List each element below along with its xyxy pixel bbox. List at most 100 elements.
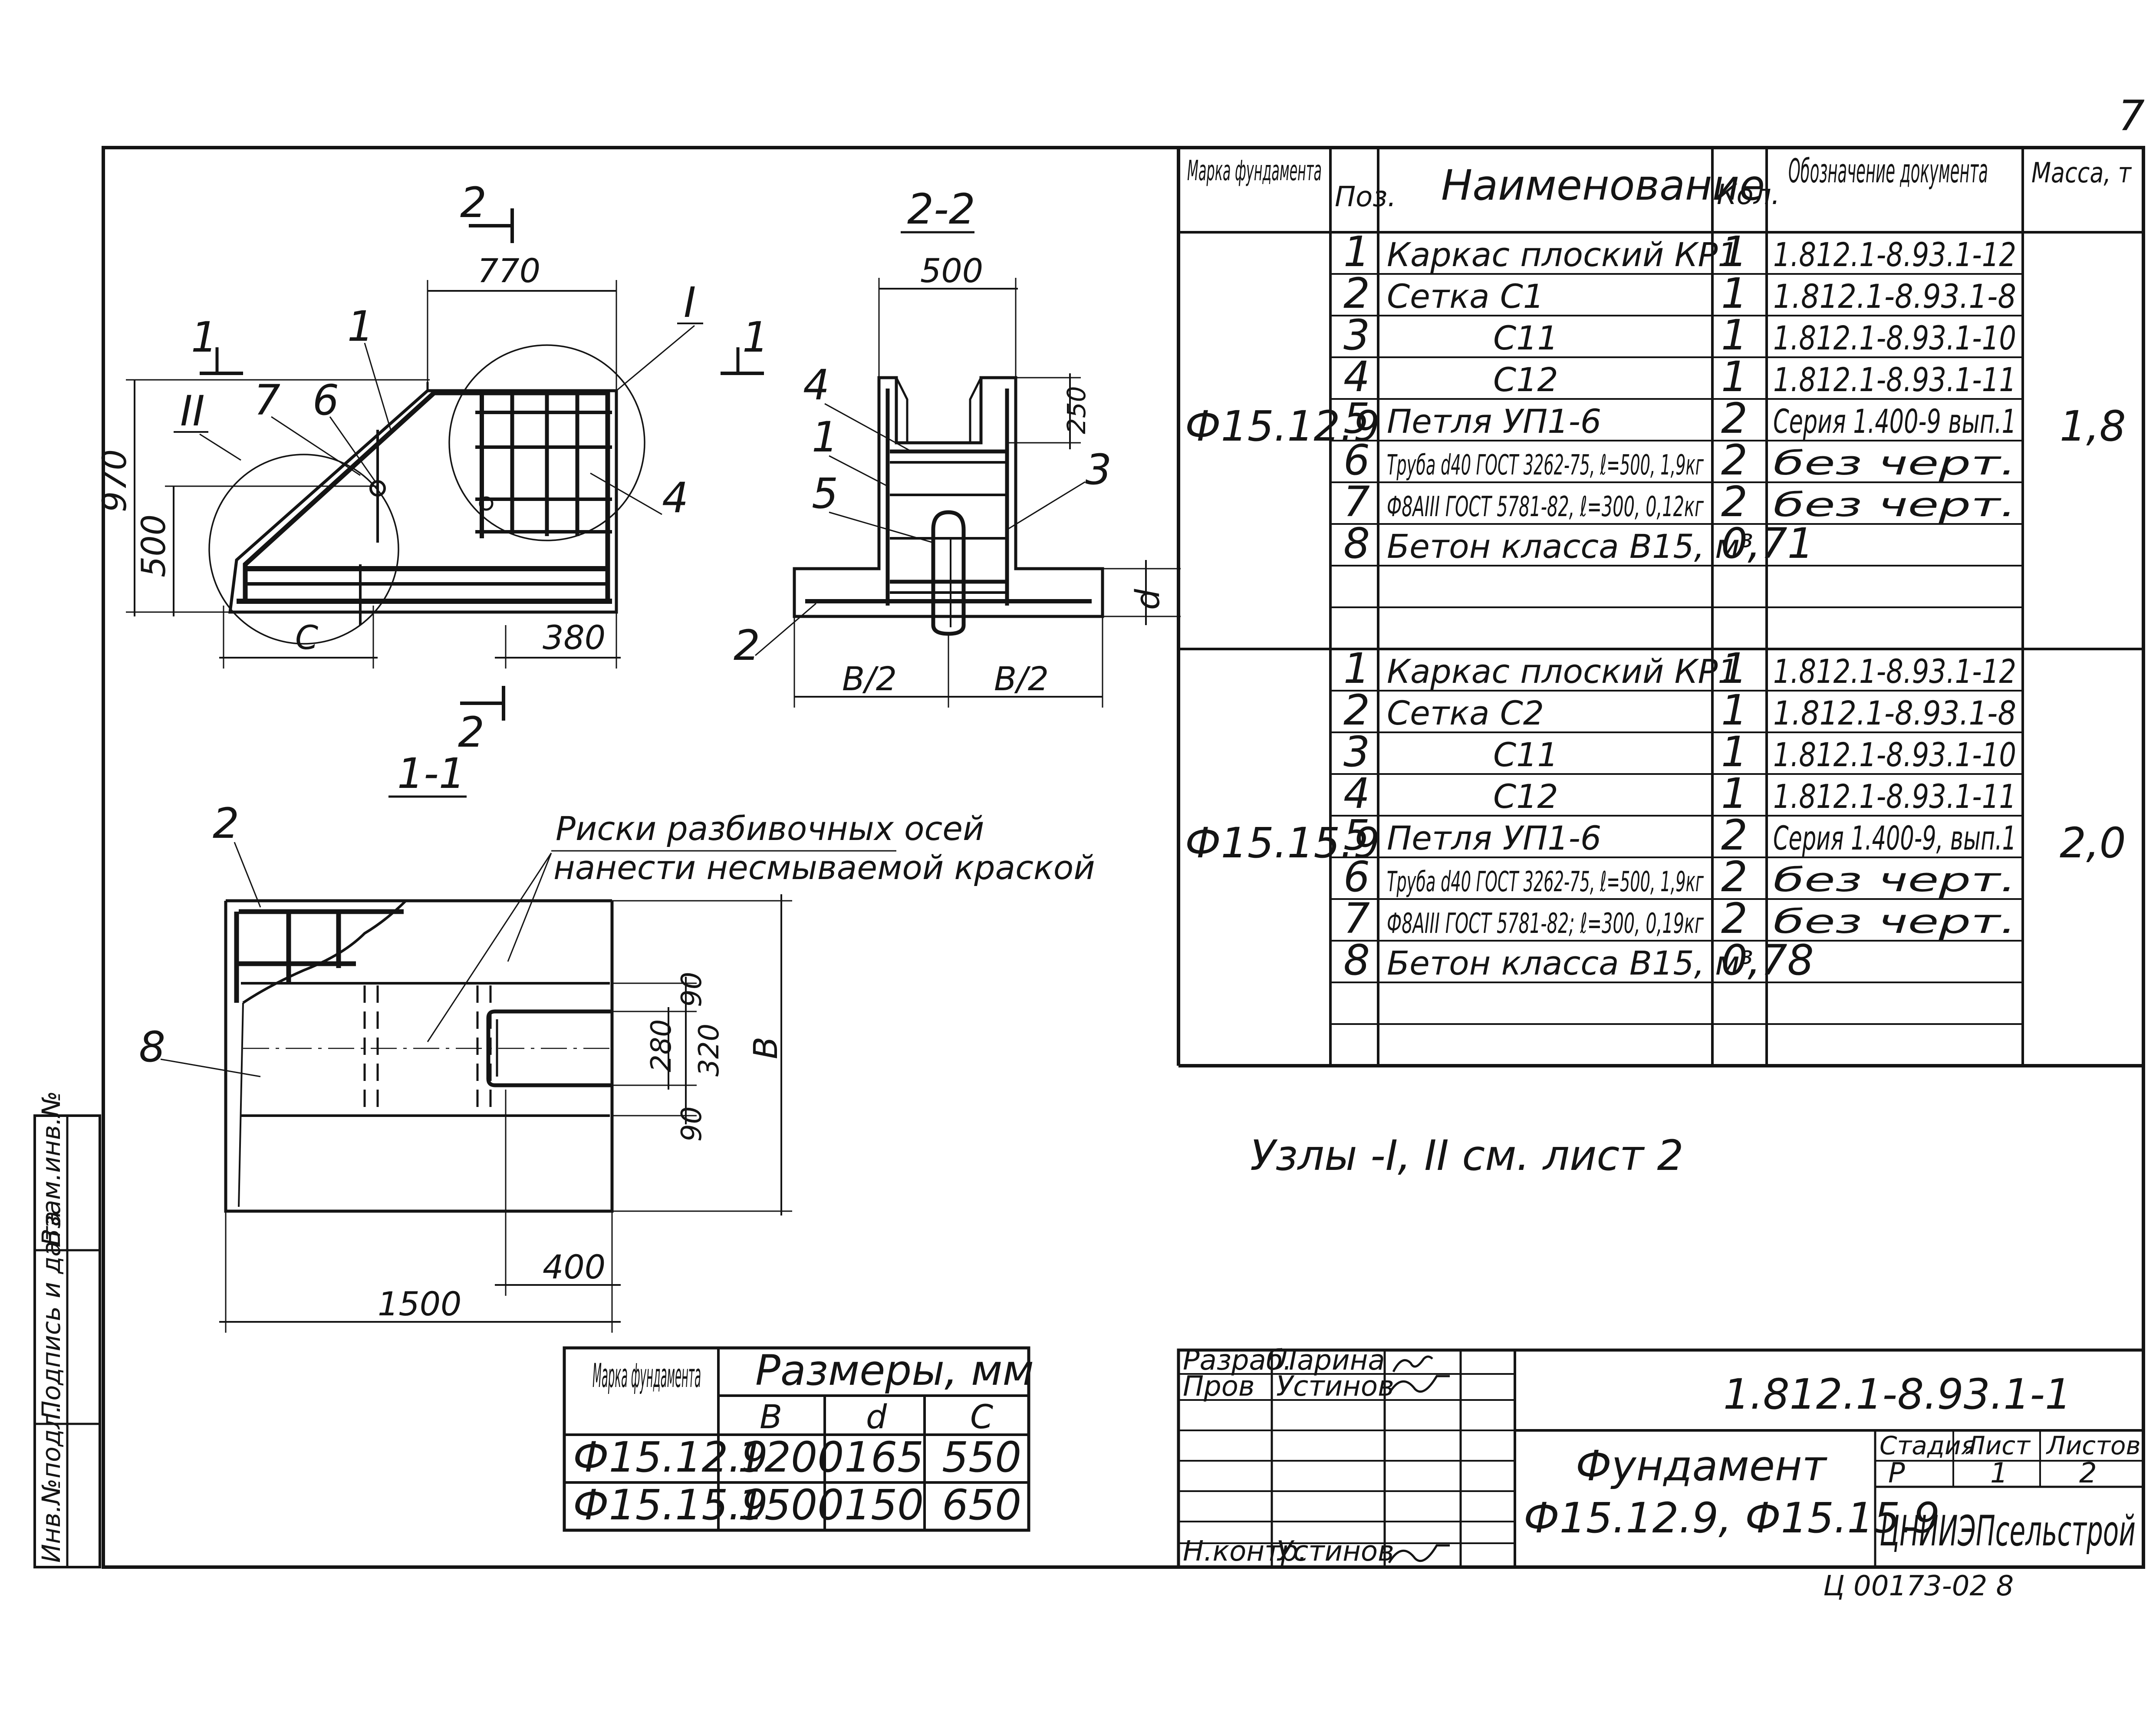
spec-cell-name: Сетка С1 — [1387, 277, 1544, 316]
spec-cell-pos: 8 — [1343, 936, 1370, 985]
spec-cell-qty: 1 — [1721, 686, 1748, 735]
view-front-labels: 2 2 1 1 I II 1 7 6 4 1-1 — [174, 178, 769, 798]
tb-org: ЦНИИЭПсельстрой — [1880, 1507, 2136, 1555]
spec-cell-qty: 1 — [1721, 227, 1748, 276]
spec-cell-qty: 1 — [1721, 644, 1748, 693]
pos-section-1: 1 — [812, 413, 838, 461]
spec-cell-qty: 1 — [1721, 728, 1748, 776]
plan-note-line1: Риски разбивочных осей — [556, 809, 984, 848]
spec-cell-name: Труба d40 ГОСТ 3262-75, ℓ=500, 1,9кг — [1387, 866, 1704, 898]
stamp-signature-date: Подпись и дата — [36, 1211, 66, 1420]
spec-cell-qty: 0,78 — [1721, 936, 1814, 985]
spec-cell-doc: Серия 1.400-9 вып.1 — [1773, 402, 2016, 441]
spec-group-mass: 2,0 — [2060, 819, 2126, 867]
pos-front-7: 7 — [254, 376, 280, 425]
side-stamp: Инв.№подл. Подпись и дата Взам.инв.№ — [33, 1091, 101, 1568]
nodes-note: Узлы -I, II см. лист 2 — [1250, 1131, 1684, 1180]
spec-cell-doc: 1.812.1-8.93.1-12 — [1773, 235, 2016, 274]
spec-cell-pos: 8 — [1343, 519, 1370, 568]
spec-cell-doc: без черт. — [1773, 860, 2016, 899]
spec-head-mark: Марка фундамента — [1187, 155, 1322, 187]
dims-row2-d: 150 — [844, 1481, 924, 1529]
dim-970: 970 — [95, 449, 134, 512]
spec-group-mass: 1,8 — [2060, 402, 2126, 451]
spec-cell-pos: 6 — [1343, 853, 1370, 901]
view-plan-dimensions: 90 280 320 90 B 400 1500 — [219, 894, 792, 1333]
sheet-frame — [102, 146, 2145, 1569]
spec-cell-doc: 1.812.1-8.93.1-10 — [1773, 319, 2016, 357]
dim-d: d — [1128, 589, 1167, 610]
dim-320: 320 — [693, 1024, 725, 1077]
dims-table-col-d: d — [866, 1397, 887, 1436]
dim-90-bottom: 90 — [676, 1107, 708, 1142]
tb-name-3: Устинов — [1276, 1535, 1394, 1568]
pos-front-6: 6 — [313, 376, 339, 425]
bottom-code: Ц 00173-02 8 — [1823, 1570, 2014, 1602]
spec-cell-pos: 3 — [1343, 728, 1370, 776]
pos-section-4: 4 — [803, 361, 829, 409]
spec-group-mark: Ф15.15.9 — [1185, 819, 1380, 867]
dim-90-top: 90 — [676, 972, 708, 1007]
pos-section-2: 2 — [734, 621, 760, 670]
spec-cell-pos: 1 — [1343, 227, 1370, 276]
spec-cell-pos: 4 — [1343, 352, 1370, 401]
cut-1-right: 1 — [742, 313, 769, 362]
tb-role-2: Пров — [1183, 1370, 1255, 1403]
pos-front-1: 1 — [347, 302, 374, 351]
spec-cell-name: Петля УП1-6 — [1387, 402, 1601, 441]
dims-row2-mark: Ф15.15.9 — [573, 1481, 768, 1529]
dim-b-plan: B — [746, 1037, 785, 1059]
dim-250: 250 — [1062, 386, 1091, 434]
node-label-ii: II — [180, 387, 205, 435]
spec-head-name: Наименование — [1441, 161, 1765, 210]
tb-doc-code: 1.812.1-8.93.1-1 — [1723, 1370, 2071, 1419]
pos-front-4: 4 — [662, 474, 688, 522]
dims-row2-b: 1500 — [738, 1481, 844, 1529]
dim-b2-left: B/2 — [842, 659, 897, 698]
spec-cell-pos: 7 — [1343, 478, 1370, 526]
pos-section-3: 3 — [1085, 445, 1112, 494]
spec-cell-qty: 1 — [1721, 769, 1748, 818]
tb-stage: Р — [1888, 1457, 1905, 1489]
spec-cell-name: Труба d40 ГОСТ 3262-75, ℓ=500, 1,9кг — [1387, 449, 1704, 481]
view-section-dimensions: 500 250 d B/2 B/2 — [793, 251, 1181, 708]
dims-row2-c: 650 — [942, 1481, 1021, 1529]
spec-cell-name: Каркас плоский КР1 — [1387, 235, 1739, 274]
spec-cell-doc: 1.812.1-8.93.1-11 — [1773, 360, 2016, 399]
spec-cell-doc: 1.812.1-8.93.1-10 — [1773, 735, 2016, 774]
spec-cell-doc: 1.812.1-8.93.1-8 — [1773, 277, 2016, 316]
signatures — [1388, 1355, 1450, 1564]
spec-cell-qty: 2 — [1721, 894, 1748, 943]
spec-cell-doc: 1.812.1-8.93.1-12 — [1773, 652, 2016, 691]
spec-cell-qty: 0,71 — [1721, 519, 1814, 568]
spec-head-qty: Кол. — [1717, 179, 1780, 211]
dim-c: C — [295, 618, 318, 657]
cut-2-bottom: 2 — [458, 708, 484, 757]
spec-cell-name: Бетон класса В15, м³ — [1387, 944, 1753, 982]
spec-head-pos: Поз. — [1335, 181, 1396, 213]
dim-770: 770 — [477, 251, 540, 290]
title-block: Разраб. Ларина Пров Устинов Н.контр. Уст… — [1177, 1344, 2145, 1569]
spec-group-mark: Ф15.12.9 — [1185, 402, 1380, 451]
view-title-2-2: 2-2 — [907, 185, 975, 234]
dims-row1-c: 550 — [942, 1433, 1021, 1482]
spec-cell-pos: 5 — [1343, 811, 1370, 860]
plan-note-line2: нанести несмываемой краской — [553, 848, 1095, 887]
tb-sheets: 2 — [2079, 1457, 2097, 1489]
spec-cell-qty: 1 — [1721, 269, 1748, 318]
node-label-i: I — [684, 278, 696, 327]
dims-table: Марка фундамента Размеры, мм В d С Ф15.1… — [563, 1346, 1034, 1532]
spec-cell-name: Сетка С2 — [1387, 694, 1544, 732]
spec-cell-name: С12 — [1493, 360, 1558, 399]
spec-cell-doc: без черт. — [1773, 902, 2016, 941]
spec-cell-doc: без черт. — [1773, 444, 2016, 482]
tb-product: Фундамент — [1576, 1442, 1828, 1490]
spec-cell-name: Ф8АIII ГОСТ 5781-82, ℓ=300, 0,12кг — [1387, 491, 1704, 523]
spec-cell-pos: 2 — [1343, 686, 1370, 735]
spec-cell-qty: 2 — [1721, 394, 1748, 443]
spec-cell-qty: 2 — [1721, 853, 1748, 901]
tb-sheet: 1 — [1990, 1457, 2008, 1489]
tb-name-2: Устинов — [1276, 1370, 1394, 1403]
spec-head-doc: Обозначение документа — [1788, 152, 1988, 190]
